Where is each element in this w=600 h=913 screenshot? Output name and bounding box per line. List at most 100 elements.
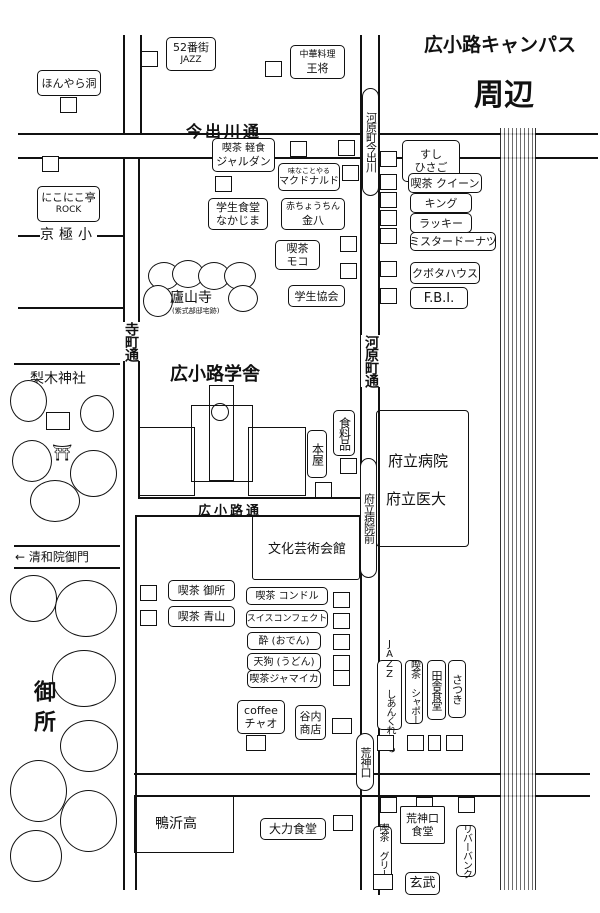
place-inaka-shokudo: 田舎食堂 (427, 660, 446, 720)
bunka-hall-block (252, 515, 360, 580)
place-lucky: ラッキー (410, 213, 472, 233)
place-kyogoku-elementary: 京極小 (40, 224, 97, 244)
tree-icon (228, 285, 258, 312)
building-marker (340, 263, 357, 279)
building-marker (380, 192, 397, 208)
clock-tower (209, 385, 234, 481)
building-marker (140, 585, 157, 601)
place-yanai-shoten: 谷内商店 (295, 705, 326, 740)
place-dairiki-shokudo: 大力食堂 (260, 818, 326, 840)
place-gosho: 御所 (30, 680, 55, 740)
building-marker (246, 735, 266, 751)
place-rozanji: 廬山寺 (170, 290, 212, 306)
hospital-block (376, 410, 469, 547)
building-marker (141, 51, 158, 67)
road-edge (138, 497, 360, 499)
road-edge (123, 158, 125, 890)
place-furitsu-hospital: 府立病院 (388, 452, 449, 470)
building-marker (265, 61, 282, 77)
place-fbi: F.B.I. (410, 287, 468, 309)
tree-icon (30, 480, 80, 522)
clock-icon (211, 403, 229, 421)
building-marker (333, 670, 350, 686)
bus-stop-kojinguchi: 荒神口 (356, 733, 374, 791)
tree-icon (60, 720, 118, 772)
place-cafe-jamaica: 喫茶ジャマイカ (247, 670, 321, 688)
map-subtitle: 周辺 (474, 78, 534, 113)
place-seiwain-gate: ← 清和院御門 (15, 550, 89, 564)
building-marker (333, 634, 350, 650)
place-grocery: 食料品 (333, 410, 355, 456)
place-satsuki: さつき (448, 660, 466, 718)
shrine-icon (46, 412, 70, 430)
road-edge (14, 567, 120, 569)
ohki-high-block (134, 795, 234, 853)
place-ohsho: 中華料理王将 (290, 45, 345, 79)
building-marker (428, 735, 441, 751)
kamo-river (500, 128, 536, 890)
place-king: キング (410, 193, 472, 213)
road-edge (136, 515, 360, 517)
tree-icon (198, 262, 230, 290)
map-title: 広小路キャンパス (424, 34, 577, 56)
tree-icon (60, 790, 117, 852)
building-marker (315, 482, 332, 498)
road-edge (135, 515, 137, 890)
building-marker (42, 156, 59, 172)
place-ohki-high-school: 鴨沂高 (155, 816, 197, 832)
torii-icon: ⛩ (52, 443, 73, 462)
place-furitsu-medical-univ: 府立医大 (386, 490, 447, 508)
building-marker (380, 210, 397, 226)
campus-name: 広小路学舎 (170, 364, 260, 385)
tree-icon (10, 380, 47, 422)
tree-icon (52, 650, 116, 707)
building-wing-east (248, 427, 306, 496)
building-marker (338, 140, 355, 156)
building-marker (377, 735, 394, 751)
place-cafe-aoyama: 喫茶 青山 (168, 606, 235, 627)
place-riverbank: リバーバンク (456, 824, 476, 878)
road-label-kawaramachi: 河原町通 (361, 335, 381, 387)
building-marker (333, 815, 353, 831)
place-cafe-gosho: 喫茶 御所 (168, 580, 235, 601)
place-nakajima: 学生食堂なかじま (208, 198, 268, 230)
road-edge (140, 35, 142, 133)
building-marker (380, 151, 397, 167)
place-mcdonalds: 味なことやるマクドナルド (278, 163, 340, 191)
bus-stop-furitsu-byoinmae: 府立病院前 (360, 458, 377, 578)
road-edge (123, 35, 125, 133)
building-marker (333, 613, 350, 629)
place-kinpachi: 赤ちょうちん金八 (281, 198, 345, 230)
place-cafe-chapeau: 喫茶 シャポー (405, 660, 423, 724)
place-cafe-green: 喫茶 グリーン (373, 823, 392, 887)
building-marker (373, 874, 393, 890)
road-label-hirokoji: 広小路通 (198, 504, 263, 519)
building-marker (340, 236, 357, 252)
tree-icon (143, 285, 173, 317)
place-rozanji-note: (紫式部邸宅跡) (172, 307, 220, 315)
road-edge (14, 545, 120, 547)
tree-icon (10, 760, 67, 822)
place-kojinguchi-shokudo: 荒神口食堂 (400, 806, 445, 844)
road-label-teramachi: 寺町通 (121, 322, 141, 361)
building-marker (215, 176, 232, 192)
place-genbu: 玄武 (405, 872, 440, 895)
tree-icon (80, 395, 114, 432)
place-bookstore: 本屋 (307, 430, 327, 478)
building-marker (290, 141, 307, 157)
tree-icon (70, 450, 117, 497)
road-edge (134, 795, 590, 797)
place-queen: 喫茶 クイーン (408, 173, 482, 193)
place-swiss-confect: スイスコンフェクト (246, 610, 328, 628)
place-coop: 学生協会 (288, 285, 345, 307)
place-honyarado: ほんやら洞 (37, 70, 101, 96)
tree-icon (55, 580, 117, 637)
building-marker (380, 228, 397, 244)
tree-icon (12, 440, 52, 482)
building-wing-west (139, 427, 195, 496)
place-kubota-house: クボタハウス (410, 262, 480, 284)
tree-icon (10, 830, 62, 882)
